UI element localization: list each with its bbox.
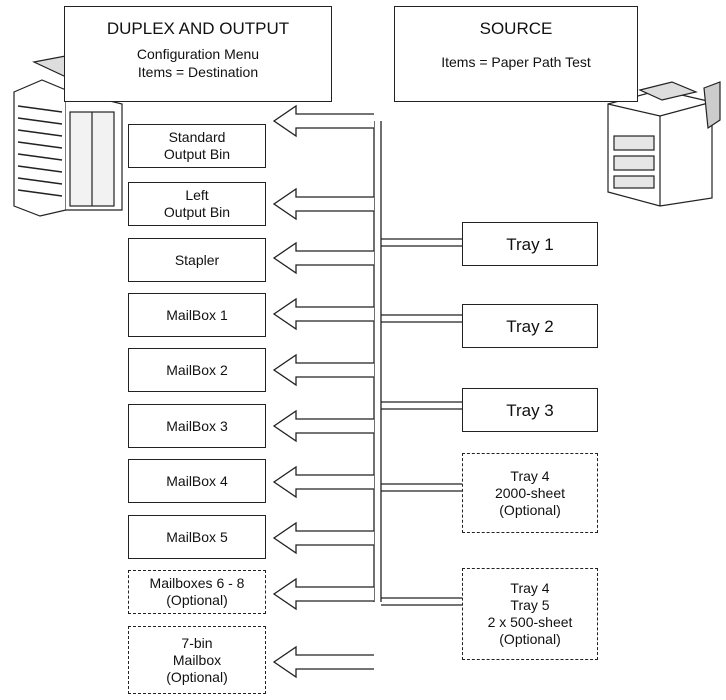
source-tray-4-2000-sheet: Tray 4 2000-sheet (Optional) bbox=[462, 453, 598, 533]
branch-tray-5 bbox=[381, 597, 462, 606]
destination-standard-output-bin: Standard Output Bin bbox=[128, 124, 266, 168]
duplex-output-header: DUPLEX AND OUTPUT Configuration Menu Ite… bbox=[64, 6, 332, 102]
arrow-left-output bbox=[272, 187, 374, 221]
arrow-mailbox-4 bbox=[272, 465, 374, 499]
source-header: SOURCE Items = Paper Path Test bbox=[394, 6, 638, 102]
source-title: SOURCE bbox=[479, 19, 553, 38]
arrow-mailbox-5 bbox=[272, 521, 374, 555]
destination-mailbox-3: MailBox 3 bbox=[128, 404, 266, 448]
destination-mailbox-5: MailBox 5 bbox=[128, 515, 266, 559]
destination-mailboxes-6-8: Mailboxes 6 - 8 (Optional) bbox=[128, 570, 266, 614]
printer-illustration bbox=[607, 81, 721, 207]
destination-left-output-bin: Left Output Bin bbox=[128, 182, 266, 226]
arrow-mailbox-2 bbox=[272, 353, 374, 387]
source-tray-4-5-500-sheet: Tray 4 Tray 5 2 x 500-sheet (Optional) bbox=[462, 568, 598, 660]
source-tray-3: Tray 3 bbox=[462, 388, 598, 432]
destination-mailbox-4: MailBox 4 bbox=[128, 459, 266, 503]
branch-tray-4 bbox=[381, 483, 462, 492]
source-subtitle: Items = Paper Path Test bbox=[441, 54, 591, 70]
destination-7-bin-mailbox: 7-bin Mailbox (Optional) bbox=[128, 626, 266, 694]
arrow-stapler bbox=[272, 241, 374, 275]
source-tray-2: Tray 2 bbox=[462, 304, 598, 348]
mailbox-printer-illustration bbox=[13, 53, 123, 217]
arrow-mailbox-3 bbox=[272, 409, 374, 443]
branch-tray-3 bbox=[381, 401, 462, 410]
branch-tray-1 bbox=[381, 238, 462, 247]
arrow-7-bin-mailbox bbox=[272, 645, 374, 679]
duplex-output-title: DUPLEX AND OUTPUT bbox=[106, 19, 290, 38]
branch-tray-2 bbox=[381, 314, 462, 323]
destination-mailbox-2: MailBox 2 bbox=[128, 348, 266, 392]
source-tray-1: Tray 1 bbox=[462, 222, 598, 266]
arrow-mailbox-1 bbox=[272, 297, 374, 331]
arrow-standard-output bbox=[272, 104, 374, 138]
destination-mailbox-1: MailBox 1 bbox=[128, 293, 266, 337]
arrow-mailboxes-6-8 bbox=[272, 577, 374, 611]
destination-stapler: Stapler bbox=[128, 238, 266, 282]
duplex-output-subtitle: Configuration Menu Items = Destination bbox=[136, 46, 260, 80]
